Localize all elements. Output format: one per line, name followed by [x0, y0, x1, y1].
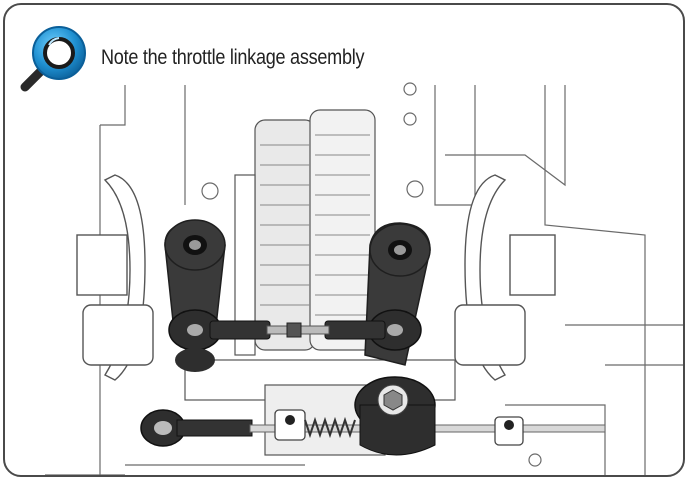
right-bearing-carrier	[454, 174, 556, 381]
throttle-linkage-drawing	[45, 82, 683, 475]
callout-caption: Note the throttle linkage assembly	[101, 46, 365, 69]
turnbuckle-linkage	[168, 309, 422, 372]
magnifier-icon	[19, 23, 95, 93]
callout-frame: Note the throttle linkage assembly	[3, 3, 685, 477]
brake-linkage	[140, 376, 606, 456]
left-bearing-carrier	[76, 174, 154, 381]
callout-header: Note the throttle linkage assembly	[19, 23, 407, 93]
spur-gears	[234, 109, 376, 356]
